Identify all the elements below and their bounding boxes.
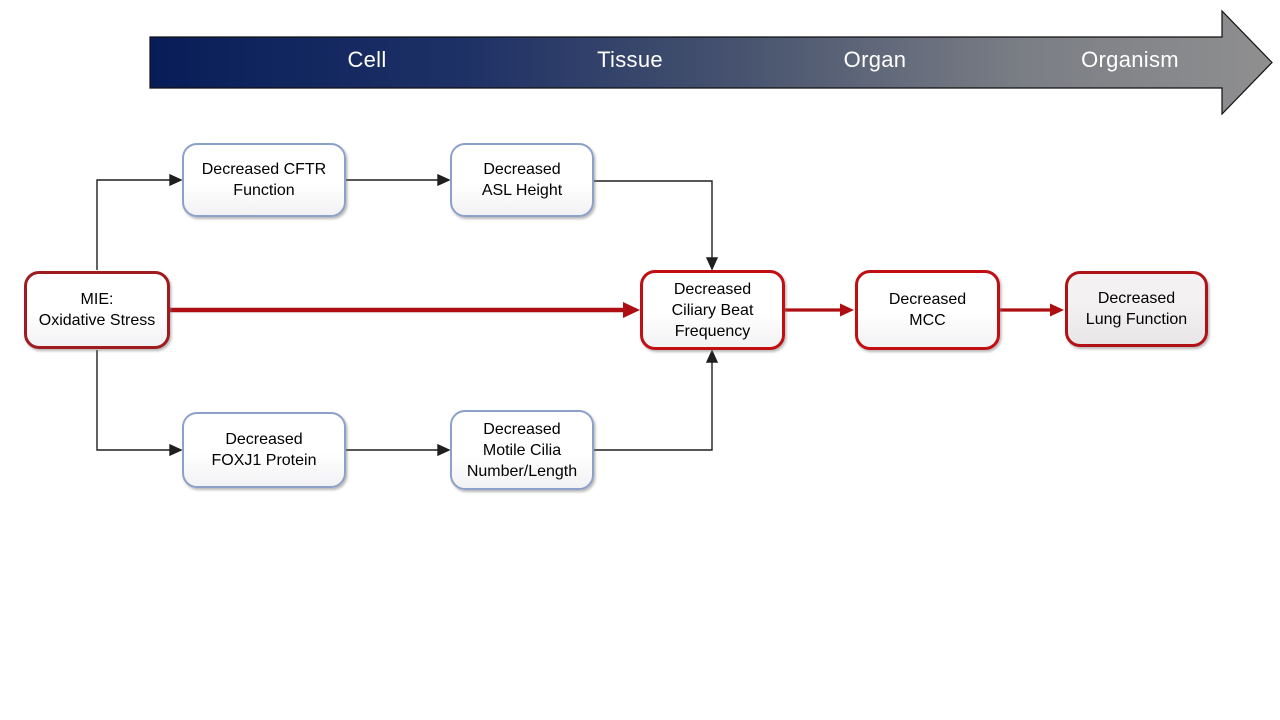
node-decreased-motile-cilia-number-length: Decreased Motile Cilia Number/Length	[450, 410, 594, 490]
connector-mie-to-foxj1	[96, 350, 183, 457]
node-decreased-foxj1-protein: Decreased FOXJ1 Protein	[182, 412, 346, 488]
node-label: Decreased FOXJ1 Protein	[211, 431, 317, 469]
stage-label-organism: Organism	[1081, 47, 1179, 72]
node-label: Decreased Motile Cilia Number/Length	[466, 420, 578, 480]
connector-cbf-to-mcc	[785, 303, 854, 317]
node-decreased-ciliary-beat-frequency: Decreased Ciliary Beat Frequency	[640, 270, 785, 350]
node-decreased-asl-height: Decreased ASL Height	[450, 143, 594, 217]
node-decreased-cftr-function: Decreased CFTR Function	[182, 143, 346, 217]
connector-mcc-to-lung	[1000, 303, 1064, 317]
connector-mie-to-cftr	[96, 173, 183, 270]
stage-banner-arrow	[149, 9, 1273, 116]
node-label: Decreased CFTR Function	[201, 161, 327, 199]
node-label: Decreased ASL Height	[481, 161, 563, 199]
node-label: Decreased Ciliary Beat Frequency	[671, 280, 754, 340]
connector-asl-to-cbf	[594, 180, 719, 271]
stage-label-tissue: Tissue	[597, 47, 663, 72]
stage-label-organ: Organ	[843, 47, 907, 72]
node-label: Decreased Lung Function	[1085, 290, 1188, 328]
connector-foxj1-to-motile-cilia	[346, 443, 451, 457]
stage-label-cell: Cell	[347, 47, 387, 72]
connector-cftr-to-asl	[346, 173, 451, 187]
connector-mie-to-cbf-key-path	[170, 302, 640, 318]
node-label: MIE: Oxidative Stress	[38, 291, 156, 329]
node-label: Decreased MCC	[888, 291, 967, 329]
node-decreased-lung-function: Decreased Lung Function	[1065, 271, 1208, 347]
node-mie-oxidative-stress: MIE: Oxidative Stress	[24, 271, 170, 349]
connector-motile-cilia-to-cbf	[594, 349, 719, 451]
node-decreased-mcc: Decreased MCC	[855, 270, 1000, 350]
